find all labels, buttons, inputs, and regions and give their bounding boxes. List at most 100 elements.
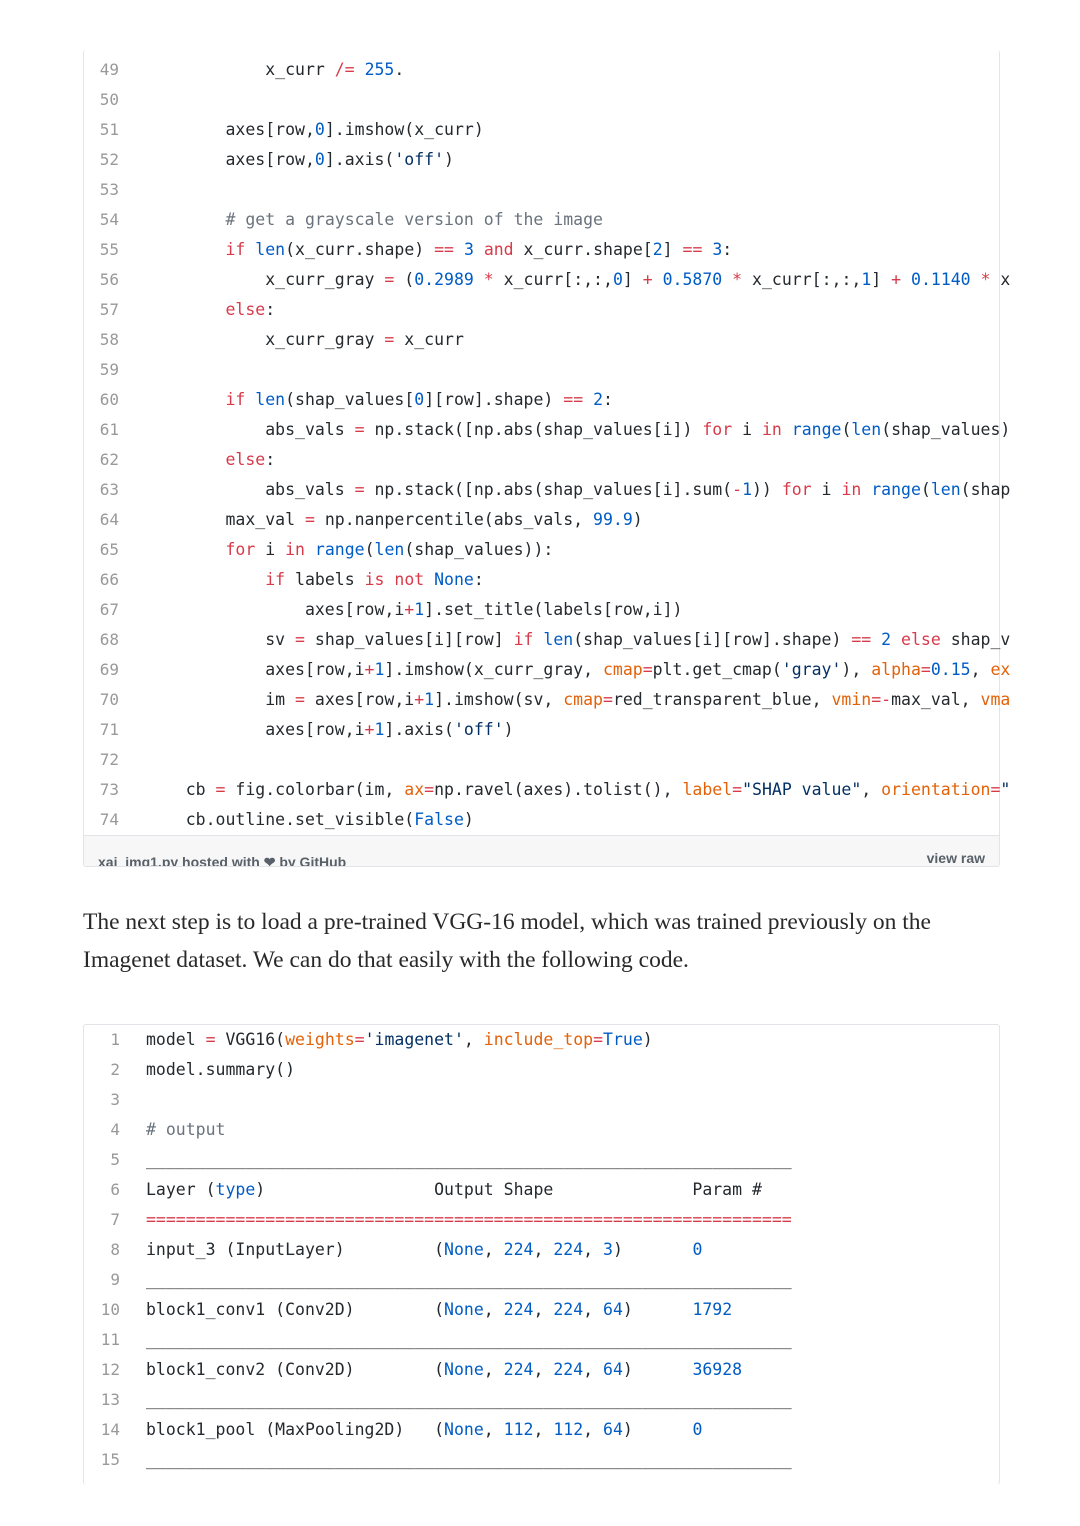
line-number: 71 xyxy=(99,720,119,739)
line-number: 72 xyxy=(99,750,119,769)
code-text: axes[row,i+1].set_title(labels[row,i]) xyxy=(146,600,683,619)
code-text: # output xyxy=(146,1120,226,1139)
code-text: ________________________________________… xyxy=(146,1450,792,1469)
code-text: x_curr_gray = (0.2989 * x_curr[:,:,0] + … xyxy=(146,270,1011,289)
code-line: 51 axes[row,0].imshow(x_curr) xyxy=(0,115,1080,145)
code-line: 54 # get a grayscale version of the imag… xyxy=(0,205,1080,235)
code-line: 11______________________________________… xyxy=(0,1325,1080,1355)
gist-hosted-label[interactable]: xai_img1.py hosted with ❤ by GitHub xyxy=(98,854,347,867)
code-text: if labels is not None: xyxy=(265,570,484,589)
code-line: 72 xyxy=(0,745,1080,775)
code-line: 59 xyxy=(0,355,1080,385)
code-text: x_curr_gray = x_curr xyxy=(146,330,464,349)
code-gist-1: xai_img1.py hosted with ❤ by GitHub view… xyxy=(83,50,1000,867)
code-line: 62 else: xyxy=(0,445,1080,475)
line-number: 57 xyxy=(99,300,119,319)
code-line: 63 abs_vals = np.stack([np.abs(shap_valu… xyxy=(0,475,1080,505)
line-number: 49 xyxy=(99,60,119,79)
code-text: abs_vals = np.stack([np.abs(shap_values[… xyxy=(146,480,1011,499)
code-gist-2 xyxy=(83,1024,1000,1485)
code-line: 50 xyxy=(0,85,1080,115)
code-line: 12 block1_conv2 (Conv2D) (None, 224, 224,… xyxy=(0,1355,1080,1385)
code-line: 65 for i in range(len(shap_values)): xyxy=(0,535,1080,565)
code-lines-2: 1 model = VGG16(weights='imagenet', inclu… xyxy=(0,1025,1080,1475)
code-text: x_curr /= 255. xyxy=(146,60,405,79)
code-text: else: xyxy=(225,450,276,469)
line-number: 59 xyxy=(99,360,119,379)
code-line: 67 axes[row,i+1].set_title(labels[row,i]… xyxy=(0,595,1080,625)
code-text: block1_pool (MaxPooling2D) (None, 112, 1… xyxy=(146,1420,703,1439)
article-paragraph: The next step is to load a pre-trained V… xyxy=(83,909,931,973)
line-number: 52 xyxy=(99,150,119,169)
code-text: ________________________________________… xyxy=(146,1150,792,1169)
code-text: block1_conv2 (Conv2D) (None, 224, 224, 6… xyxy=(146,1360,743,1379)
code-line: 4# output xyxy=(0,1115,1080,1145)
line-number: 62 xyxy=(99,450,119,469)
code-text: cb.outline.set_visible(False) xyxy=(146,810,474,829)
line-number: 61 xyxy=(99,420,119,439)
code-line: 49 x_curr /= 255. xyxy=(0,55,1080,85)
line-number: 12 xyxy=(100,1360,120,1379)
code-line: 58 x_curr_gray = x_curr xyxy=(0,325,1080,355)
line-number: 14 xyxy=(100,1420,120,1439)
code-line: 3 xyxy=(0,1085,1080,1115)
line-number: 58 xyxy=(99,330,119,349)
view-raw-link[interactable]: view raw xyxy=(926,850,985,866)
code-text: ________________________________________… xyxy=(146,1270,792,1289)
line-number: 67 xyxy=(99,600,119,619)
code-text: cb = fig.colorbar(im, ax=np.ravel(axes).… xyxy=(146,780,1011,799)
code-line: 74 cb.outline.set_visible(False) xyxy=(0,805,1080,835)
line-number: 56 xyxy=(99,270,119,289)
code-line: 9 _______________________________________… xyxy=(0,1265,1080,1295)
code-text: model = VGG16(weights='imagenet', includ… xyxy=(146,1030,653,1049)
line-number: 64 xyxy=(99,510,119,529)
line-number: 54 xyxy=(99,210,119,229)
code-text: max_val = np.nanpercentile(abs_vals, 99.… xyxy=(146,510,643,529)
code-text: if len(x_curr.shape) == 3 and x_curr.sha… xyxy=(225,240,733,259)
code-text: else: xyxy=(225,300,276,319)
line-number: 69 xyxy=(99,660,119,679)
line-number: 2 xyxy=(110,1060,120,1079)
code-line: 69 axes[row,i+1].imshow(x_curr_gray, cma… xyxy=(0,655,1080,685)
code-text: if len(shap_values[0][row].shape) == 2: xyxy=(225,390,613,409)
line-number: 60 xyxy=(99,390,119,409)
line-number: 11 xyxy=(100,1330,120,1349)
code-text: input_3 (InputLayer) (None, 224, 224, 3)… xyxy=(146,1240,703,1259)
line-number: 73 xyxy=(99,780,119,799)
code-line: 56 x_curr_gray = (0.2989 * x_curr[:,:,0]… xyxy=(0,265,1080,295)
line-number: 15 xyxy=(100,1450,120,1469)
line-number: 3 xyxy=(110,1090,120,1109)
code-text: # get a grayscale version of the image xyxy=(225,210,603,229)
code-text: im = axes[row,i+1].imshow(sv, cmap=red_t… xyxy=(146,690,1011,709)
code-text: axes[row,i+1].axis('off') xyxy=(146,720,514,739)
line-number: 1 xyxy=(110,1030,120,1049)
line-number: 68 xyxy=(99,630,119,649)
code-line: 68 sv = shap_values[i][row] if len(shap_… xyxy=(0,625,1080,655)
code-line: 7=======================================… xyxy=(0,1205,1080,1235)
code-line: 64 max_val = np.nanpercentile(abs_vals, … xyxy=(0,505,1080,535)
code-line: 66 if labels is not None: xyxy=(0,565,1080,595)
line-number: 9 xyxy=(110,1270,120,1289)
line-number: 53 xyxy=(99,180,119,199)
code-line: 70 im = axes[row,i+1].imshow(sv, cmap=re… xyxy=(0,685,1080,715)
line-number: 70 xyxy=(99,690,119,709)
gist-footer: xai_img1.py hosted with ❤ by GitHub view… xyxy=(84,835,999,866)
code-text: ________________________________________… xyxy=(146,1390,792,1409)
code-line: 55 if len(x_curr.shape) == 3 and x_curr.… xyxy=(0,235,1080,265)
line-number: 5 xyxy=(110,1150,120,1169)
code-text: ========================================… xyxy=(146,1210,792,1229)
code-line: 60 if len(shap_values[0][row].shape) == … xyxy=(0,385,1080,415)
line-number: 66 xyxy=(99,570,119,589)
code-line: 14 block1_pool (MaxPooling2D) (None, 112,… xyxy=(0,1415,1080,1445)
code-line: 13______________________________________… xyxy=(0,1385,1080,1415)
code-text: sv = shap_values[i][row] if len(shap_val… xyxy=(146,630,1011,649)
line-number: 6 xyxy=(110,1180,120,1199)
code-text: axes[row,0].axis('off') xyxy=(146,150,454,169)
line-number: 51 xyxy=(99,120,119,139)
line-number: 10 xyxy=(100,1300,120,1319)
code-line: 71 axes[row,i+1].axis('off') xyxy=(0,715,1080,745)
